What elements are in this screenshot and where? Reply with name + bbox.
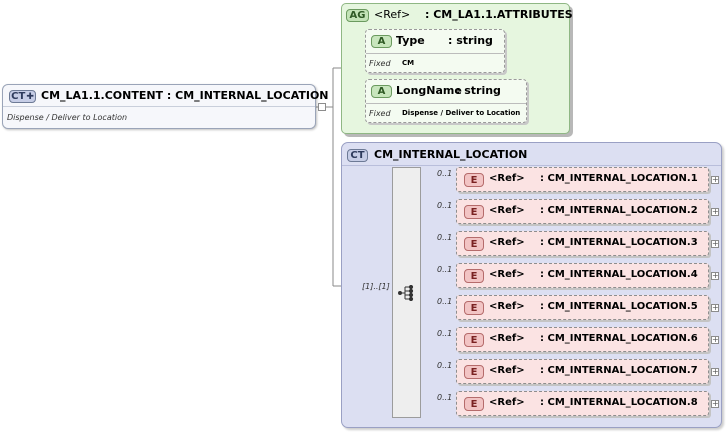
element-name: : CM_INTERNAL_LOCATION.8 <box>540 397 698 408</box>
element-name: : CM_INTERNAL_LOCATION.4 <box>540 269 698 280</box>
attribute-name: LongName <box>396 84 462 97</box>
attribute-group[interactable]: AG <Ref> : CM_LA1.1.ATTRIBUTES A Type : … <box>341 3 573 134</box>
element-badge: E <box>464 237 484 251</box>
element-badge: E <box>464 365 484 379</box>
element-expand-icon[interactable]: + <box>711 399 719 408</box>
root-expand-icon[interactable] <box>318 103 326 111</box>
attribute-group-badge: AG <box>346 9 369 22</box>
element-ref-row[interactable]: E <Ref> : CM_INTERNAL_LOCATION.7 <box>456 359 709 384</box>
element-occurrence: 0..1 <box>437 297 453 306</box>
root-documentation: Dispense / Deliver to Location <box>7 113 128 122</box>
element-ref-label: <Ref> <box>489 301 525 312</box>
fixed-value: Dispense / Deliver to Location <box>402 109 521 117</box>
sequence-occurrence: [1]..[1] <box>362 282 390 291</box>
element-name: : CM_INTERNAL_LOCATION.1 <box>540 173 698 184</box>
element-ref-row[interactable]: E <Ref> : CM_INTERNAL_LOCATION.4 <box>456 263 709 288</box>
fixed-label: Fixed <box>369 59 391 68</box>
sequence-compositor[interactable] <box>392 167 421 418</box>
element-badge: E <box>464 269 484 283</box>
element-ref-label: <Ref> <box>489 397 525 408</box>
element-occurrence: 0..1 <box>437 393 453 402</box>
element-name: : CM_INTERNAL_LOCATION.7 <box>540 365 698 376</box>
attribute-group-name: : CM_LA1.1.ATTRIBUTES <box>425 8 573 21</box>
complex-type-badge: CT✚ <box>9 90 36 103</box>
root-complex-type[interactable]: CT✚ CM_LA1.1.CONTENT : CM_INTERNAL_LOCAT… <box>2 84 329 129</box>
element-ref-row[interactable]: E <Ref> : CM_INTERNAL_LOCATION.6 <box>456 327 709 352</box>
element-ref-label: <Ref> <box>489 173 525 184</box>
element-ref-row[interactable]: E <Ref> : CM_INTERNAL_LOCATION.2 <box>456 199 709 224</box>
element-expand-icon[interactable]: + <box>711 303 719 312</box>
element-ref-label: <Ref> <box>489 205 525 216</box>
element-ref-row[interactable]: E <Ref> : CM_INTERNAL_LOCATION.3 <box>456 231 709 256</box>
element-badge: E <box>464 333 484 347</box>
expand-plus-icon: ✚ <box>26 91 34 102</box>
complex-type-name: CM_INTERNAL_LOCATION <box>374 148 528 161</box>
element-name: : CM_INTERNAL_LOCATION.6 <box>540 333 698 344</box>
element-name: : CM_INTERNAL_LOCATION.3 <box>540 237 698 248</box>
element-badge: E <box>464 397 484 411</box>
attribute-type-label: : string <box>448 34 493 47</box>
root-header <box>3 85 315 107</box>
attribute-name: Type <box>396 34 425 47</box>
root-badge-label: CT <box>11 91 26 102</box>
element-badge: E <box>464 205 484 219</box>
sequence-icon <box>398 285 414 301</box>
element-occurrence: 0..1 <box>437 169 453 178</box>
complex-type-header-line <box>342 165 721 166</box>
attribute-group-ref: <Ref> <box>374 8 411 21</box>
element-occurrence: 0..1 <box>437 265 453 274</box>
element-ref-row[interactable]: E <Ref> : CM_INTERNAL_LOCATION.1 <box>456 167 709 192</box>
element-occurrence: 0..1 <box>437 329 453 338</box>
element-occurrence: 0..1 <box>437 361 453 370</box>
element-occurrence: 0..1 <box>437 233 453 242</box>
attribute-type[interactable]: A Type : string Fixed CM <box>365 29 505 73</box>
fixed-value: CM <box>402 59 415 67</box>
attribute-badge: A <box>371 35 392 48</box>
element-expand-icon[interactable]: + <box>711 271 719 280</box>
element-name: : CM_INTERNAL_LOCATION.2 <box>540 205 698 216</box>
element-ref-label: <Ref> <box>489 333 525 344</box>
attribute-separator <box>366 103 526 104</box>
element-ref-label: <Ref> <box>489 237 525 248</box>
element-expand-icon[interactable]: + <box>711 367 719 376</box>
element-expand-icon[interactable]: + <box>711 239 719 248</box>
element-ref-row[interactable]: E <Ref> : CM_INTERNAL_LOCATION.5 <box>456 295 709 320</box>
element-name: : CM_INTERNAL_LOCATION.5 <box>540 301 698 312</box>
fixed-label: Fixed <box>369 109 391 118</box>
attribute-badge: A <box>371 85 392 98</box>
element-badge: E <box>464 301 484 315</box>
element-expand-icon[interactable]: + <box>711 207 719 216</box>
element-ref-label: <Ref> <box>489 365 525 376</box>
element-ref-label: <Ref> <box>489 269 525 280</box>
attribute-type-label: : string <box>456 84 501 97</box>
element-expand-icon[interactable]: + <box>711 175 719 184</box>
root-title: CM_LA1.1.CONTENT : CM_INTERNAL_LOCATION <box>41 89 329 102</box>
element-occurrence: 0..1 <box>437 201 453 210</box>
attribute-separator <box>366 53 504 54</box>
complex-type-badge: CT <box>347 149 368 162</box>
element-badge: E <box>464 173 484 187</box>
element-expand-icon[interactable]: + <box>711 335 719 344</box>
attribute-longname[interactable]: A LongName : string Fixed Dispense / Del… <box>365 79 527 123</box>
element-ref-row[interactable]: E <Ref> : CM_INTERNAL_LOCATION.8 <box>456 391 709 416</box>
